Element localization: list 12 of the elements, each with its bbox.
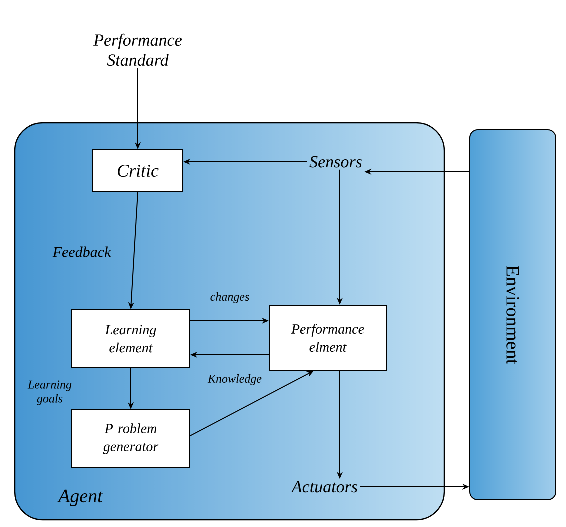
process-box: Critic: [92, 150, 184, 192]
text-label: Sensors: [310, 156, 362, 168]
process-box: Performance elment: [269, 305, 387, 371]
edge-label: Feedback: [52, 246, 112, 258]
environment-band: Environment: [470, 130, 556, 500]
text-label: Performance Standard: [94, 34, 182, 66]
edge-label: Knowledge: [208, 374, 262, 386]
process-box: Learning element: [72, 310, 190, 368]
edge-label: Learning goals: [28, 380, 72, 406]
edge-label: changes: [210, 292, 250, 304]
process-box: P roblem generator: [72, 410, 190, 468]
text-label: Actuators: [291, 481, 358, 493]
